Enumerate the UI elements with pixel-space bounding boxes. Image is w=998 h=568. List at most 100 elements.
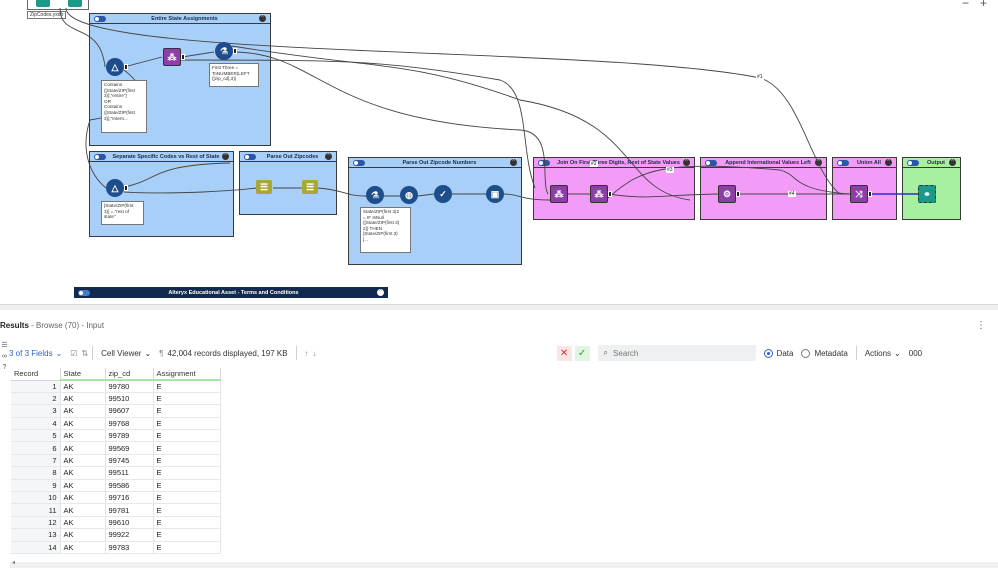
assignment-cell[interactable]: E	[153, 429, 221, 443]
filter-tool[interactable]: △	[106, 58, 124, 76]
join-tool[interactable]: ⁂	[590, 185, 608, 203]
educational-asset-container[interactable]: Alteryx Educational Asset - Terms and Co…	[74, 287, 388, 298]
container-toggle[interactable]	[907, 159, 919, 166]
workflow-canvas[interactable]: − + ZipCodes.yxdb Entire State Assignmen…	[0, 0, 998, 304]
container-toggle[interactable]	[538, 159, 550, 166]
help-icon[interactable]: ?	[2, 364, 7, 371]
collapse-icon[interactable]: ⌃	[259, 15, 266, 22]
record-cell[interactable]: 7	[11, 454, 61, 468]
container-parse-zipcodes[interactable]: Parse Out Zipcodes ⌃	[239, 151, 337, 215]
assignment-cell[interactable]: E	[153, 516, 221, 530]
data-radio[interactable]: Data	[763, 348, 793, 358]
metadata-radio[interactable]: Metadata	[801, 348, 848, 358]
state-cell[interactable]: AK	[60, 491, 106, 505]
sort-icon[interactable]: ⇅	[81, 348, 89, 358]
assignment-cell[interactable]: E	[153, 541, 221, 554]
collapse-icon[interactable]: ⌃	[222, 153, 229, 160]
zip-cell[interactable]: 99745	[105, 454, 154, 468]
container-toggle[interactable]	[244, 153, 256, 160]
assignment-cell[interactable]: E	[153, 441, 221, 455]
container-toggle[interactable]	[353, 159, 365, 166]
state-cell[interactable]: AK	[60, 429, 106, 443]
select-tool[interactable]: ✓	[434, 185, 452, 203]
zip-cell[interactable]: 99781	[105, 503, 154, 517]
container-toggle[interactable]	[78, 289, 90, 296]
arrow-up-icon[interactable]: ↑	[304, 348, 309, 358]
zoom-in-button[interactable]: +	[980, 0, 988, 10]
assignment-cell[interactable]: E	[153, 503, 221, 517]
container-union-all[interactable]: Union All ⌃	[832, 157, 897, 220]
record-cell[interactable]: 11	[11, 503, 61, 517]
state-cell[interactable]: AK	[60, 541, 106, 554]
output-anchor[interactable]	[868, 191, 872, 197]
assignment-cell[interactable]: E	[153, 466, 221, 480]
browse-tool[interactable]: ⚭	[918, 185, 936, 203]
column-header-state[interactable]: State	[60, 368, 106, 381]
overflow-button[interactable]: 000	[908, 348, 923, 358]
collapse-icon[interactable]: ⌃	[683, 159, 690, 166]
state-cell[interactable]: AK	[60, 479, 106, 493]
output-anchor[interactable]	[181, 54, 185, 60]
text-to-columns-tool[interactable]: ☰	[302, 180, 318, 194]
record-cell[interactable]: 8	[11, 466, 61, 480]
state-cell[interactable]: AK	[60, 417, 106, 431]
output-anchor[interactable]	[608, 191, 612, 197]
state-cell[interactable]: AK	[60, 392, 106, 406]
zip-cell[interactable]: 99607	[105, 404, 154, 418]
list-icon[interactable]: ☰	[1, 342, 8, 349]
zip-cell[interactable]: 99780	[105, 380, 154, 393]
binoculars-icon[interactable]: ∞	[2, 353, 7, 360]
zip-cell[interactable]: 99511	[105, 466, 154, 480]
column-header-zip[interactable]: zip_cd	[105, 368, 154, 381]
horizontal-scrollbar[interactable]	[10, 559, 998, 568]
collapse-icon[interactable]: ⌃	[885, 159, 892, 166]
zip-cell[interactable]: 99768	[105, 417, 154, 431]
record-cell[interactable]: 10	[11, 491, 61, 505]
record-cell[interactable]: 4	[11, 417, 61, 431]
assignment-cell[interactable]: E	[153, 417, 221, 431]
zip-cell[interactable]: 99510	[105, 392, 154, 406]
record-cell[interactable]: 3	[11, 404, 61, 418]
state-cell[interactable]: AK	[60, 441, 106, 455]
record-cell[interactable]: 12	[11, 516, 61, 530]
filter-tool[interactable]: △	[106, 179, 124, 197]
state-cell[interactable]: AK	[60, 404, 106, 418]
state-cell[interactable]: AK	[60, 454, 106, 468]
zoom-out-button[interactable]: −	[962, 0, 970, 10]
container-toggle[interactable]	[837, 159, 849, 166]
record-cell[interactable]: 5	[11, 429, 61, 443]
assignment-cell[interactable]: E	[153, 454, 221, 468]
record-cell[interactable]: 13	[11, 528, 61, 542]
pilcrow-icon[interactable]: ¶	[159, 348, 164, 358]
state-cell[interactable]: AK	[60, 380, 106, 393]
collapse-icon[interactable]: ⌃	[949, 159, 956, 166]
zip-cell[interactable]: 99586	[105, 479, 154, 493]
column-header-record[interactable]: Record	[11, 368, 61, 381]
arrow-down-icon[interactable]: ↓	[312, 348, 317, 358]
kebab-icon[interactable]: ⋮	[976, 320, 986, 331]
state-cell[interactable]: AK	[60, 503, 106, 517]
collapse-icon[interactable]: ⌃	[325, 153, 332, 160]
data-cleansing-tool[interactable]: ▣	[486, 185, 504, 203]
record-cell[interactable]: 2	[11, 392, 61, 406]
append-fields-tool[interactable]: ⚙	[718, 185, 736, 203]
collapse-icon[interactable]: ⌃	[377, 289, 384, 296]
assignment-cell[interactable]: E	[153, 380, 221, 393]
assignment-cell[interactable]: E	[153, 528, 221, 542]
assignment-cell[interactable]: E	[153, 404, 221, 418]
formula-tool[interactable]: ⚗	[366, 186, 384, 204]
union-tool[interactable]: ⤨	[850, 185, 868, 203]
collapse-icon[interactable]: ⌃	[510, 159, 517, 166]
container-toggle[interactable]	[705, 159, 717, 166]
